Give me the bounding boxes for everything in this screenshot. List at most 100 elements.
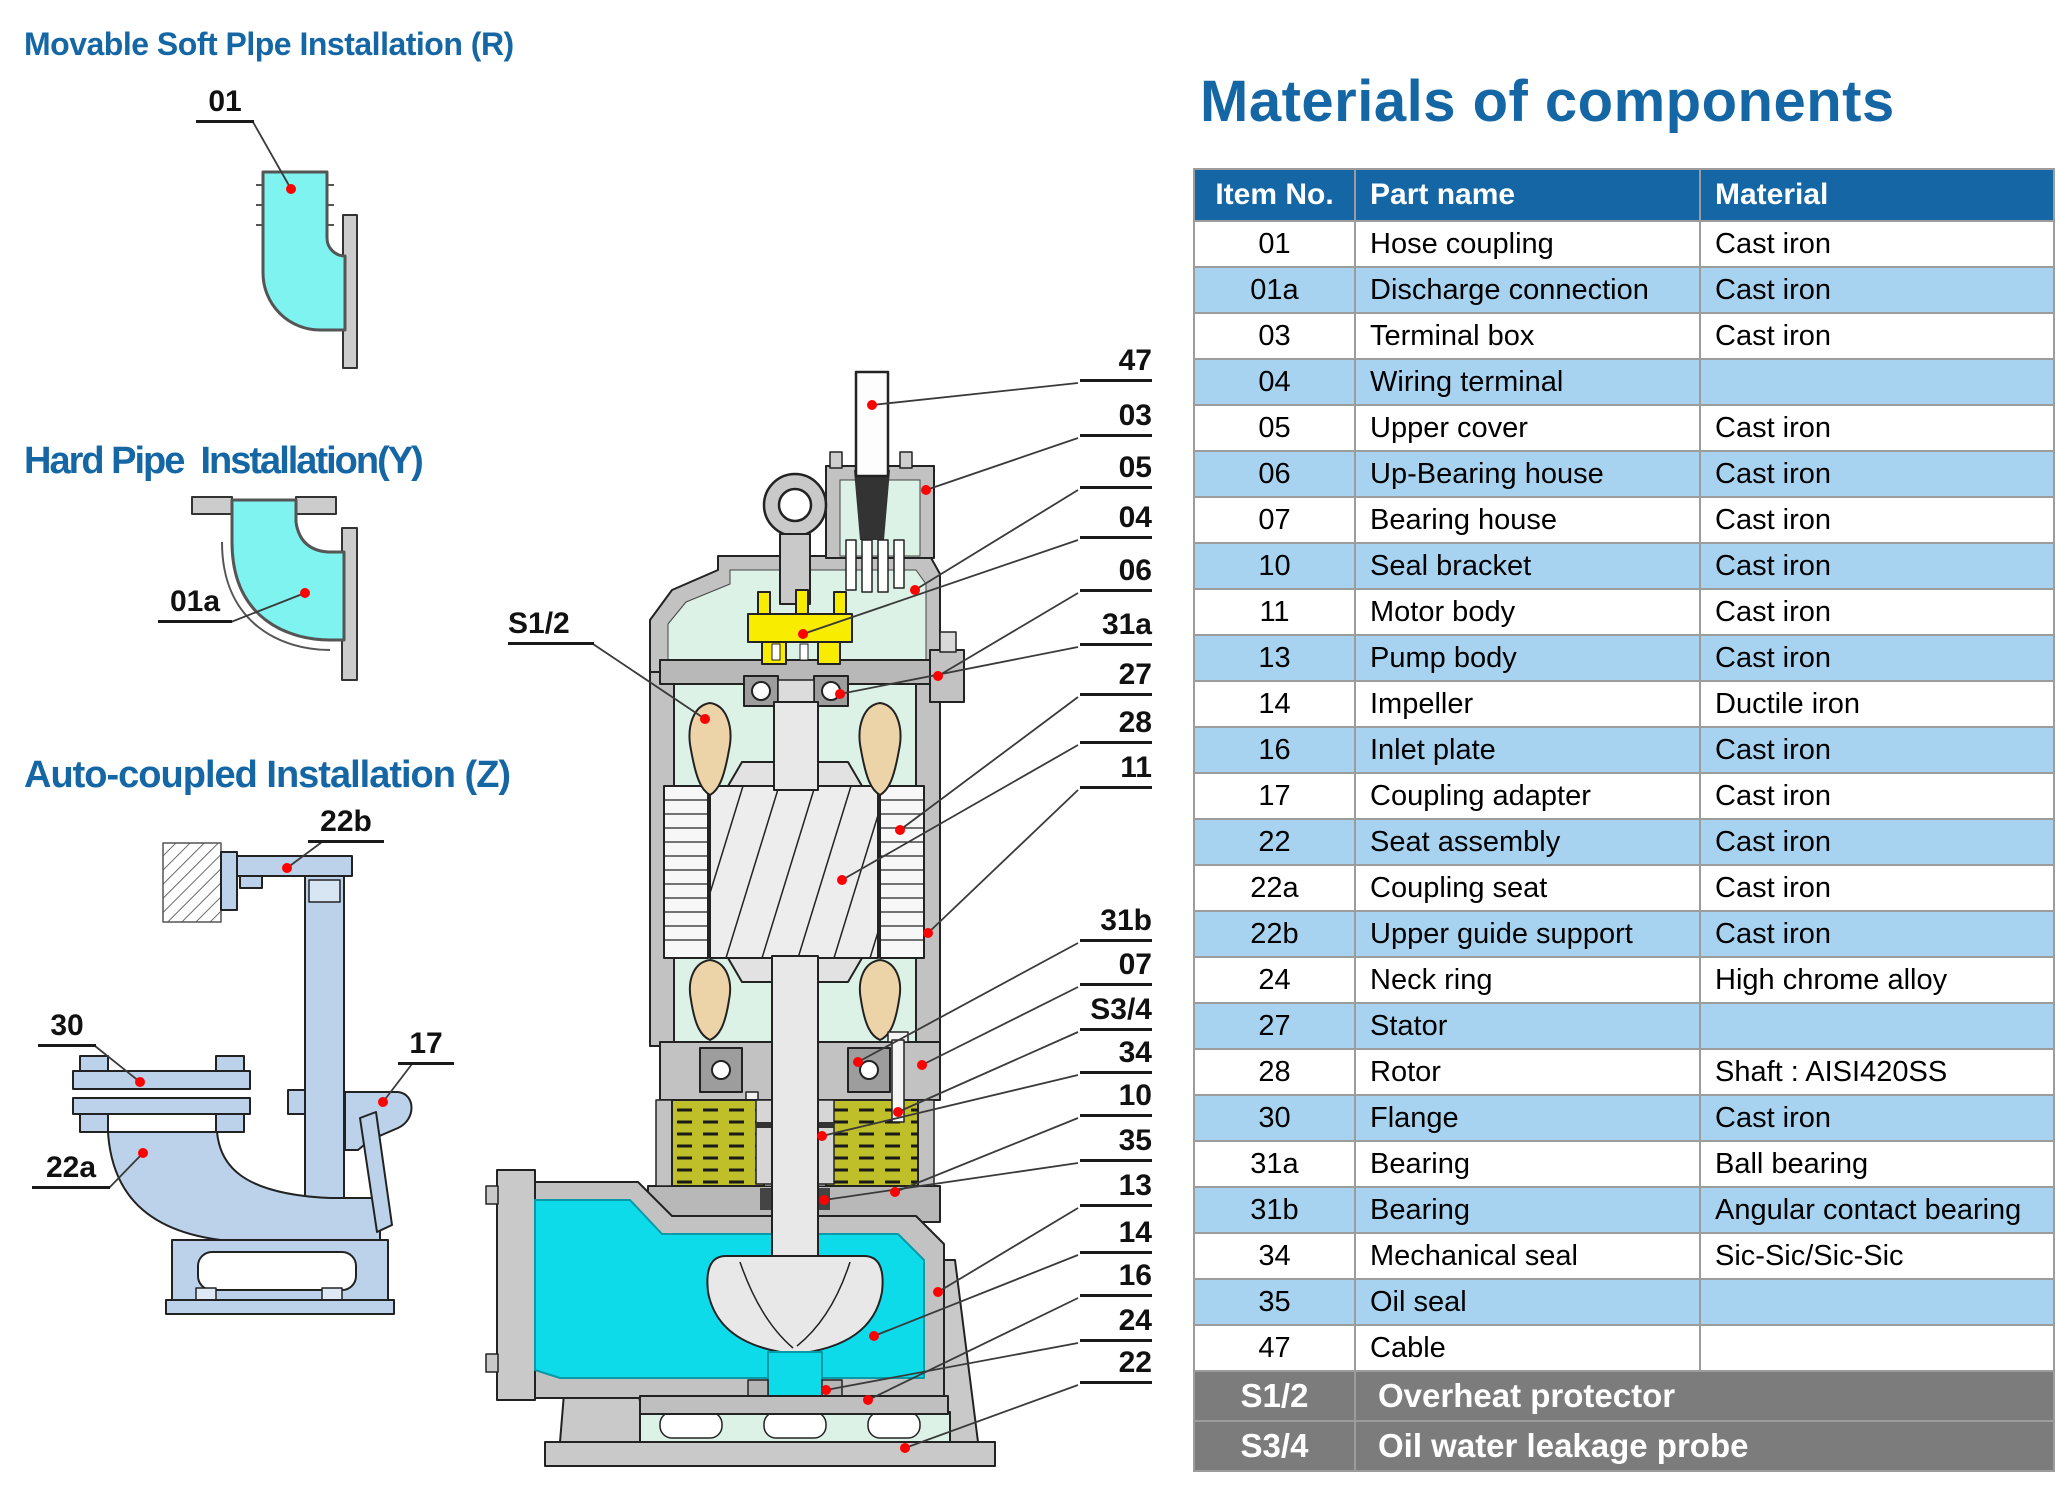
part-name: Overheat protector xyxy=(1354,1370,2055,1422)
material: Cast iron xyxy=(1699,864,2055,912)
callout-label-27: 27 xyxy=(1080,657,1152,696)
callout-label-17: 17 xyxy=(398,1026,454,1065)
part-name: Coupling seat xyxy=(1354,864,1701,912)
heading-soft-pipe-installation: Movable Soft Plpe Installation (R) xyxy=(24,26,514,62)
part-name: Seat assembly xyxy=(1354,818,1701,866)
item-no: 16 xyxy=(1193,726,1356,774)
part-name: Upper guide support xyxy=(1354,910,1701,958)
material: Ball bearing xyxy=(1699,1140,2055,1188)
material: Cast iron xyxy=(1699,404,2055,452)
pump-cross-section-drawing xyxy=(485,370,996,1467)
part-name: Pump body xyxy=(1354,634,1701,682)
part-name: Flange xyxy=(1354,1094,1701,1142)
part-name: Motor body xyxy=(1354,588,1701,636)
callout-label-35: 35 xyxy=(1080,1123,1152,1162)
callout-label-06: 06 xyxy=(1080,553,1152,592)
item-no: 05 xyxy=(1193,404,1356,452)
item-no: 22a xyxy=(1193,864,1356,912)
item-no: S1/2 xyxy=(1193,1370,1356,1422)
item-no: S3/4 xyxy=(1193,1420,1356,1472)
material: Cast iron xyxy=(1699,910,2055,958)
callout-label-04: 04 xyxy=(1080,500,1152,539)
soft-pipe-elbow-drawing xyxy=(256,170,358,369)
part-name: Seal bracket xyxy=(1354,542,1701,590)
callout-label-24: 24 xyxy=(1080,1303,1152,1342)
item-no: 17 xyxy=(1193,772,1356,820)
material: Cast iron xyxy=(1699,496,2055,544)
callout-label-22: 22 xyxy=(1080,1345,1152,1384)
hard-pipe-elbow-drawing xyxy=(191,496,358,681)
part-name: Hose coupling xyxy=(1354,220,1701,268)
special-row-overheat-protector: S1/2 Overheat protector xyxy=(1193,1370,2055,1422)
material xyxy=(1699,358,2055,406)
part-name: Upper cover xyxy=(1354,404,1701,452)
item-no: 11 xyxy=(1193,588,1356,636)
part-name: Bearing xyxy=(1354,1140,1701,1188)
material xyxy=(1699,1002,2055,1050)
material xyxy=(1699,1324,2055,1372)
callout-leader-lines xyxy=(94,121,1079,1449)
part-name: Cable xyxy=(1354,1324,1701,1372)
part-name: Terminal box xyxy=(1354,312,1701,360)
column-header-material: Material xyxy=(1699,168,2055,222)
material: Ductile iron xyxy=(1699,680,2055,728)
item-no: 03 xyxy=(1193,312,1356,360)
callout-label-34: 34 xyxy=(1080,1035,1152,1074)
callout-label-01a: 01a xyxy=(158,584,232,623)
material: Cast iron xyxy=(1699,450,2055,498)
callout-label-01: 01 xyxy=(196,84,254,123)
callout-dots xyxy=(135,184,943,1453)
material: Cast iron xyxy=(1699,634,2055,682)
callout-label-13: 13 xyxy=(1080,1168,1152,1207)
material: High chrome alloy xyxy=(1699,956,2055,1004)
item-no: 47 xyxy=(1193,1324,1356,1372)
part-name: Coupling adapter xyxy=(1354,772,1701,820)
column-header-part-name: Part name xyxy=(1354,168,1701,222)
item-no: 35 xyxy=(1193,1278,1356,1326)
callout-label-07: 07 xyxy=(1080,947,1152,986)
part-name: Up-Bearing house xyxy=(1354,450,1701,498)
item-no: 28 xyxy=(1193,1048,1356,1096)
callout-label-14: 14 xyxy=(1080,1215,1152,1254)
item-no: 24 xyxy=(1193,956,1356,1004)
callout-label-s3-4: S3/4 xyxy=(1080,992,1152,1031)
part-name: Neck ring xyxy=(1354,956,1701,1004)
material: Cast iron xyxy=(1699,772,2055,820)
item-no: 01a xyxy=(1193,266,1356,314)
item-no: 34 xyxy=(1193,1232,1356,1280)
callout-label-05: 05 xyxy=(1080,450,1152,489)
material: Cast iron xyxy=(1699,220,2055,268)
callout-label-47: 47 xyxy=(1080,343,1152,382)
item-no: 22 xyxy=(1193,818,1356,866)
callout-label-30: 30 xyxy=(38,1008,96,1047)
materials-table-title: Materials of components xyxy=(1200,69,1895,134)
part-name: Bearing house xyxy=(1354,496,1701,544)
part-name: Stator xyxy=(1354,1002,1701,1050)
material: Cast iron xyxy=(1699,266,2055,314)
part-name: Inlet plate xyxy=(1354,726,1701,774)
part-name: Mechanical seal xyxy=(1354,1232,1701,1280)
callout-label-28: 28 xyxy=(1080,705,1152,744)
material: Sic-Sic/Sic-Sic xyxy=(1699,1232,2055,1280)
material: Cast iron xyxy=(1699,1094,2055,1142)
item-no: 01 xyxy=(1193,220,1356,268)
